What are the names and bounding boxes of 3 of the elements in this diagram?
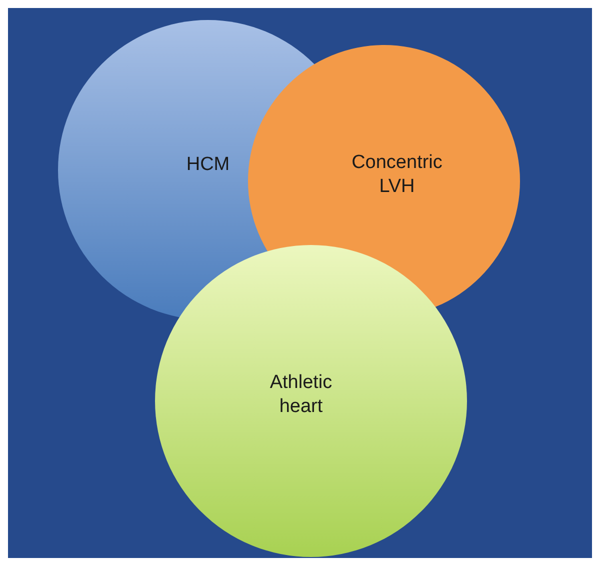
circle-label: HCM bbox=[168, 153, 248, 177]
circle-label: Concentric LVH bbox=[347, 151, 447, 199]
circle-label: Athletic heart bbox=[261, 371, 341, 419]
